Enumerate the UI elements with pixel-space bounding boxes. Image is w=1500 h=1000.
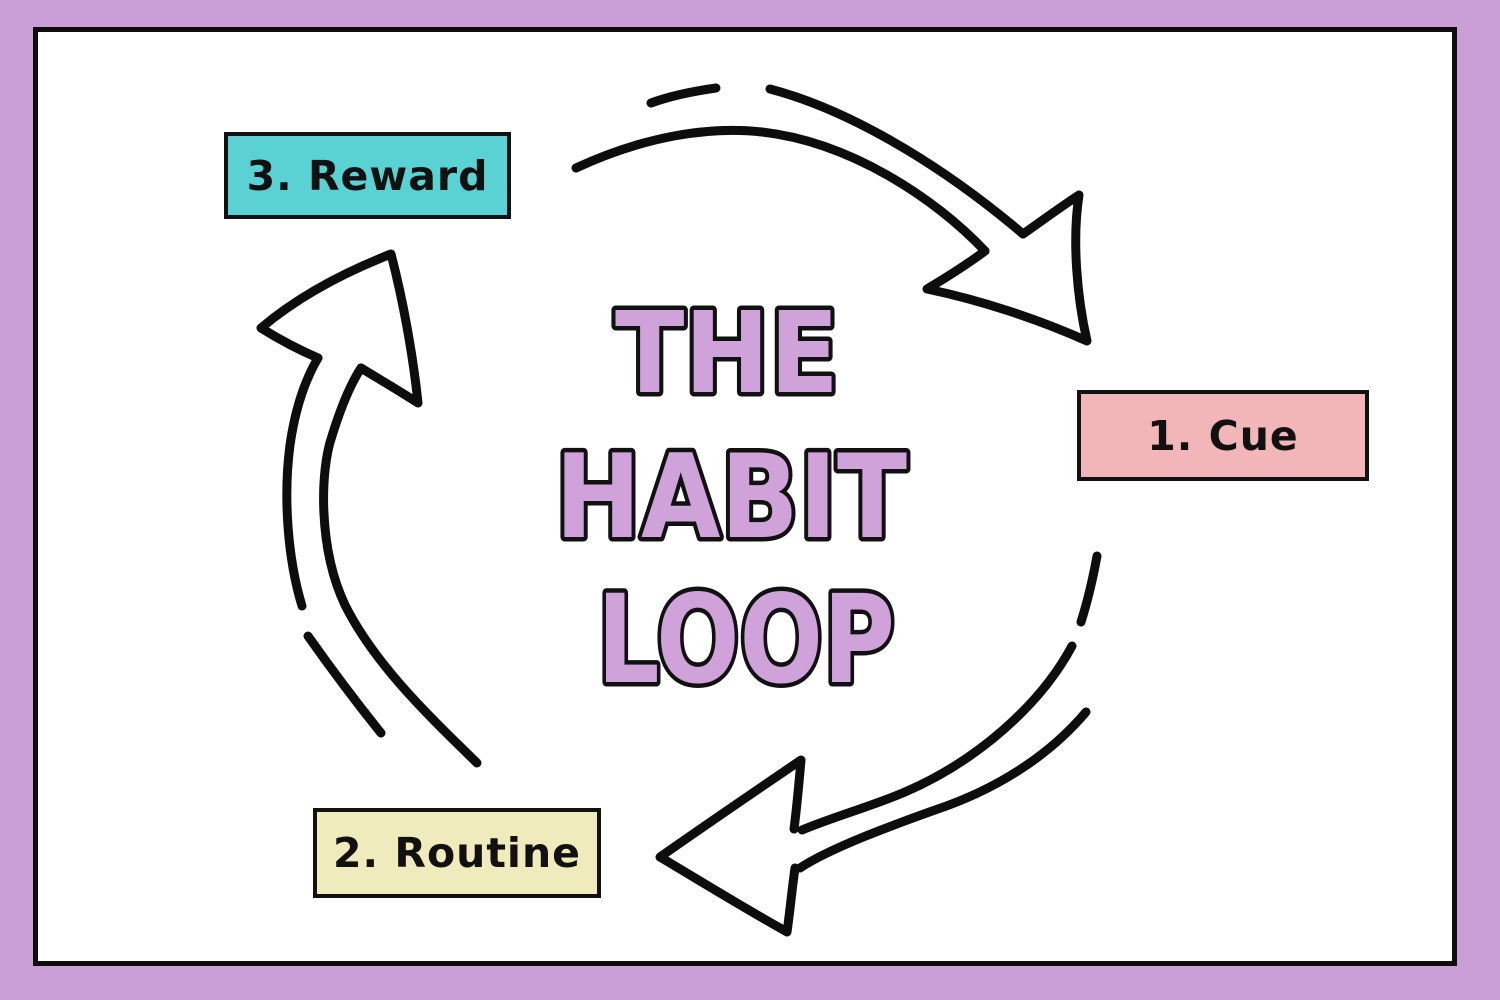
arrow-top-head	[922, 190, 1092, 346]
step-box-cue: 1. Cue	[1077, 390, 1369, 481]
title-line-loop: LOOP	[597, 569, 895, 711]
step-label-cue: 1. Cue	[1147, 411, 1299, 460]
title-line-the: THE	[615, 289, 839, 419]
arrow-cue-to-routine	[655, 551, 1102, 937]
arrow-top-lower-shaft	[571, 125, 990, 256]
step-box-reward: 3. Reward	[224, 132, 511, 219]
step-label-reward: 3. Reward	[246, 151, 489, 200]
arrow-bottom-lower-shaft	[795, 707, 1091, 873]
arrow-top-dash	[646, 83, 721, 108]
arrow-top-upper-shaft	[765, 84, 1028, 239]
arrow-routine-to-reward	[256, 249, 482, 768]
arrow-bottom-head	[655, 755, 806, 937]
arrow-left-inner-shaft	[319, 363, 482, 768]
step-box-routine: 2. Routine	[313, 808, 601, 898]
arrow-left-dash	[303, 631, 386, 738]
diagram-title: THE HABIT LOOP	[551, 285, 912, 716]
arrow-left-outer-shaft	[282, 353, 323, 611]
step-label-routine: 2. Routine	[333, 829, 581, 877]
arrow-left-head	[256, 249, 423, 408]
title-line-habit: HABIT	[555, 430, 907, 565]
arrow-bottom-dash	[1076, 551, 1102, 627]
arrow-bottom-upper-shaft	[797, 641, 1077, 835]
arrow-reward-to-cue	[571, 83, 1092, 346]
